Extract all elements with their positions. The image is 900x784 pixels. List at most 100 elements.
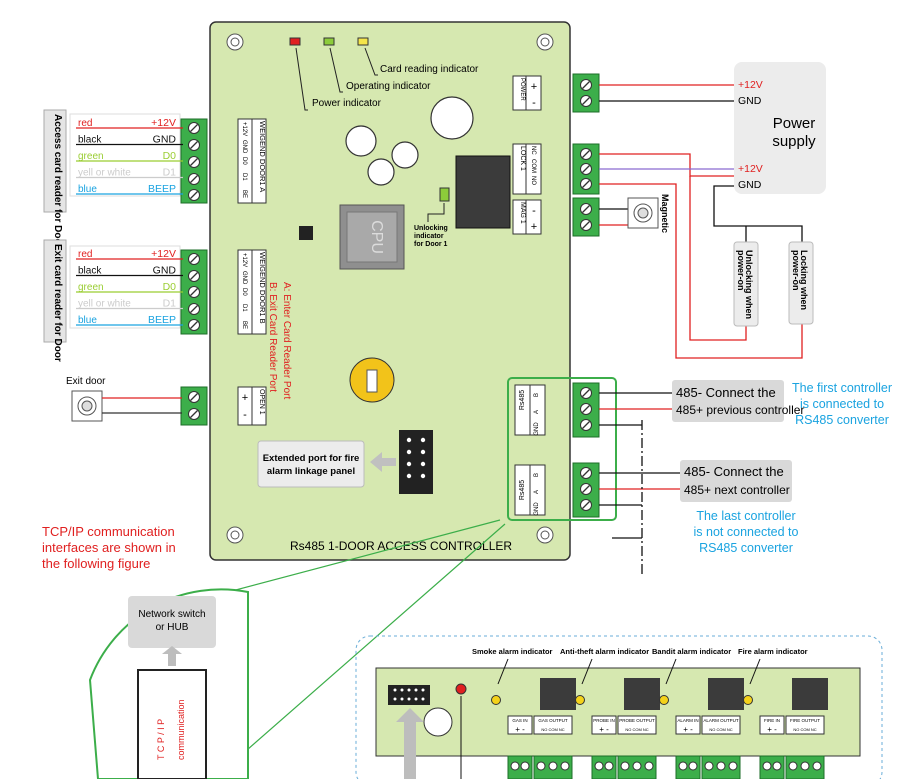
locking-note-box [788, 241, 814, 325]
fire-panel-board [375, 667, 861, 757]
reader-b-wire-signal-4: D1 [163, 298, 177, 310]
exit-door-label: Exit door [66, 376, 106, 387]
port-in-label-4: FIRE IN [764, 718, 780, 723]
reader-b-wire-signal-5: BEEP [148, 314, 176, 326]
svg-text:NO COM NC: NO COM NC [541, 727, 564, 732]
reader-b-wire-name-5: blue [78, 315, 97, 326]
psu-v1: +12V [738, 79, 763, 91]
reader-b-wire-signal-2: GND [153, 265, 177, 277]
extended-port-label-box [257, 440, 365, 488]
svg-text:+ -: + - [683, 725, 693, 734]
alarm-relay-2 [624, 678, 660, 710]
rs485-last-note-1: The last controller [696, 509, 795, 523]
relay [455, 155, 511, 229]
reader-a-wire-name-5: blue [78, 184, 97, 195]
capacitors [345, 96, 474, 186]
rs485-terminal-1: Rs485 GND A B [514, 382, 600, 438]
alarm-led-1 [491, 695, 501, 705]
unlocking-note-box [733, 241, 759, 327]
rs485-last-box [680, 460, 792, 502]
lock-pin-nc: NC [530, 146, 536, 155]
svg-text:+ -: + - [599, 725, 609, 734]
reader-b-side-tab [43, 239, 67, 343]
rs485-2-b: B [534, 473, 540, 477]
wiegand-b-pin5: BE [241, 321, 247, 329]
svg-text:NO COM NC: NO COM NC [709, 727, 732, 732]
rs485-first-line2: 485+ previous controller [676, 403, 804, 417]
reader-b-wire-name-2: black [78, 266, 102, 277]
reader-a-wire-name-3: green [78, 151, 104, 162]
tcpip-note-3: the following figure [42, 556, 150, 571]
arrow-icon [370, 452, 396, 472]
ethernet-port [137, 669, 207, 780]
wiegand-a-pin5: BE [241, 190, 247, 198]
svg-text:+ -: + - [515, 725, 525, 734]
psu-v2: +12V [738, 163, 763, 175]
tcpip-vertical-1: T C P / I P [156, 719, 166, 760]
rs485-terminal-2: Rs485 GND A B [514, 462, 600, 518]
wiegand-a-terminal: WEIGEND DOOR1 A +12V GND D0 D1 BE [180, 118, 267, 204]
mag-title: MAG 1 [519, 202, 526, 224]
reader-a-wire-name-2: black [78, 135, 102, 146]
rs485-1-title: Rs485 [519, 390, 526, 410]
network-switch-line1: Network switch [138, 609, 205, 620]
lock-title: LOCK 1 [519, 146, 526, 171]
wiegand-a-title: WEIGEND DOOR1 A [258, 121, 267, 192]
reader-b-wire-signal-1: +12V [151, 248, 176, 260]
unlocking-indicator-line1: Unlocking [414, 225, 448, 232]
rs485-last-note-2: is not connected to [694, 525, 799, 539]
wiegand-b-pin4: D1 [241, 304, 247, 312]
fire-panel-header [388, 685, 430, 705]
alarm-relay-3 [708, 678, 744, 710]
mag-terminal: MAG 1 - + [512, 197, 600, 237]
rs485-group-outline [507, 377, 617, 521]
rs485-first-line1: 485- Connect the [676, 385, 776, 400]
rs485-1-b: B [534, 393, 540, 397]
extended-port-label-line1: Extended port for fire [263, 453, 360, 464]
open-title: OPEN 1 [258, 389, 265, 415]
cpu-label: CPU [368, 220, 385, 254]
power-supply-title-2: supply [772, 133, 816, 150]
wiegand-b-pin2: GND [241, 271, 247, 285]
fire-indicator-label: Fire alarm indicator [738, 647, 808, 656]
unlocking-led [439, 187, 450, 202]
reader-a-wire-signal-1: +12V [151, 117, 176, 129]
fire-panel-capacitor [423, 707, 453, 737]
svg-text:NO COM NC: NO COM NC [625, 727, 648, 732]
alarm-led-4 [743, 695, 753, 705]
rs485-last-line1: 485- Connect the [684, 464, 784, 479]
power-supply-title-1: Power [773, 115, 816, 132]
jumper [299, 226, 313, 240]
reader-a-side-label: Access card reader for Door [52, 114, 63, 249]
network-switch-box [128, 596, 216, 648]
rs485-last-note-3: RS485 converter [699, 541, 793, 555]
rs485-last-line2: 485+ next controller [684, 483, 790, 497]
arrow-up-icon [162, 646, 182, 666]
port-out-label-2: PROBE OUTPUT [619, 718, 655, 723]
wiegand-b-title: WEIGEND DOOR1 B [258, 252, 267, 324]
svg-text:+ -: + - [767, 725, 777, 734]
alarm-relay-4 [792, 678, 828, 710]
wiegand-a-pin2: GND [241, 140, 247, 154]
wiegand-b-pin3: D0 [241, 288, 247, 296]
wiegand-b-pin1: +12V [241, 253, 247, 267]
mag-pin2: + [531, 221, 537, 233]
extended-port-label-line2: alarm linkage panel [267, 466, 355, 477]
operating-indicator-label: Operating indicator [346, 81, 431, 92]
fire-panel-outline [355, 635, 883, 784]
reader-port-note-b: B: Exit Card Reader Port [267, 282, 278, 392]
arrow-up-icon [396, 708, 424, 779]
network-switch-line2: or HUB [156, 622, 189, 633]
port-out-label-3: ALARM OUTPUT [703, 718, 739, 723]
unlocking-indicator-line3: for Door 1 [414, 241, 448, 248]
rs485-1-gnd: GND [534, 422, 540, 436]
tcpip-note-2: interfaces are shown in [42, 540, 176, 555]
rs485-2-title: Rs485 [519, 480, 526, 500]
antitheft-indicator-label: Anti-theft alarm indicator [560, 647, 649, 656]
fire-panel-power-led [455, 683, 467, 695]
locking-note-1: Locking when [799, 250, 809, 310]
card-reading-indicator-label: Card reading indicator [380, 64, 479, 75]
wiegand-b-terminal: WEIGEND DOOR1 B +12V GND D0 D1 BE [180, 249, 267, 335]
